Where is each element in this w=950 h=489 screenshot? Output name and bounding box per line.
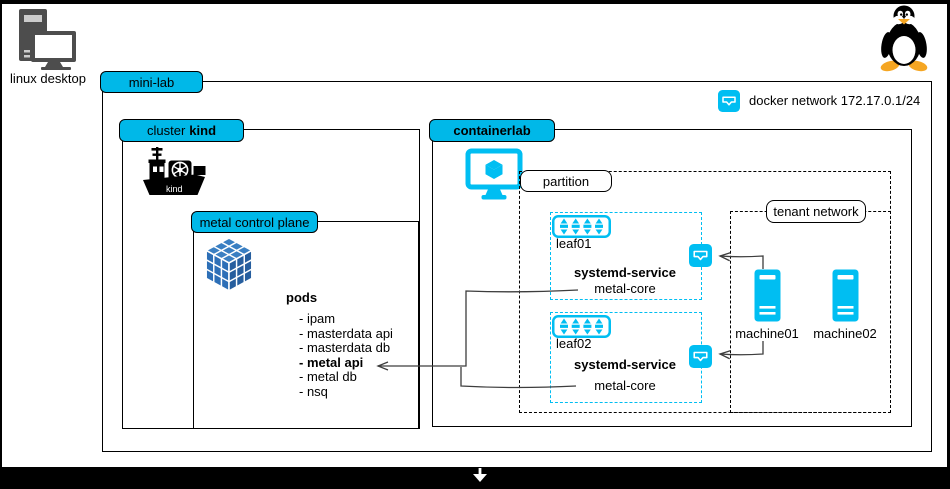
partition-label-text: partition [542, 173, 590, 189]
leaf01-name: leaf01 [556, 236, 592, 251]
pod-item: - masterdata api [299, 325, 393, 341]
partition-label: partition [520, 170, 612, 192]
pod-item: - ipam [299, 311, 336, 326]
machine02-server-icon [832, 269, 859, 322]
leaf02-service-title: systemd-service [574, 357, 676, 372]
window-frame-right [947, 0, 950, 489]
containerlab-tab: containerlab [429, 119, 555, 142]
docker-network-label: docker network 172.17.0.1/24 [749, 93, 921, 108]
leaf01-docker-interface-icon [688, 243, 713, 268]
pod-item: - nsq [299, 383, 328, 399]
tux-penguin-icon [880, 5, 928, 72]
minilab-tab: mini-lab [100, 71, 203, 93]
window-frame-top [0, 0, 950, 4]
linux-desktop-label: linux desktop [10, 71, 86, 86]
pod-item: - metal db [299, 369, 357, 385]
leaf02-docker-interface-icon [688, 344, 713, 369]
leaf01-service-title: systemd-service [574, 265, 676, 280]
leaf01-service-name: metal-core [594, 281, 656, 296]
cluster-kind-tab-label-bold: kind [189, 123, 217, 138]
minilab-tab-label: mini-lab [128, 74, 175, 90]
pods-list: - ipam - masterdata api - masterdata db … [299, 311, 393, 400]
cube-icon [204, 237, 254, 293]
leaf01-switch-icon [552, 215, 611, 238]
machine01-server-icon [754, 269, 781, 322]
window-frame-left [0, 0, 2, 489]
linux-desktop-icon [19, 9, 76, 70]
containerlab-tab-label: containerlab [453, 123, 531, 138]
containerlab-box [432, 129, 912, 427]
leaf02-switch-icon [552, 315, 611, 338]
tenant-network-label: tenant network [766, 200, 866, 223]
containerlab-monitor-icon [465, 148, 523, 200]
cluster-kind-tab-label: cluster [146, 123, 186, 138]
kind-logo-text: kind [166, 184, 183, 194]
pod-item: - masterdata db [299, 340, 391, 356]
minilab-box [102, 81, 932, 452]
leaf02-service-name: metal-core [594, 378, 656, 393]
docker-network-icon [717, 89, 741, 113]
collapse-arrow-icon[interactable] [468, 466, 492, 486]
cluster-kind-tab: cluster kind [119, 119, 244, 142]
machine02-label: machine02 [813, 326, 877, 341]
pods-title: pods [286, 290, 318, 305]
machine01-label: machine01 [735, 326, 799, 341]
leaf02-name: leaf02 [556, 336, 592, 351]
kind-logo-icon: kind [143, 147, 206, 195]
pod-item-metal-api: - metal api [299, 354, 364, 370]
tenant-network-label-text: tenant network [773, 204, 859, 219]
metal-control-plane-tab-label: metal control plane [199, 214, 310, 230]
bottom-panel-bar [0, 467, 950, 489]
metal-control-plane-tab: metal control plane [191, 211, 318, 233]
